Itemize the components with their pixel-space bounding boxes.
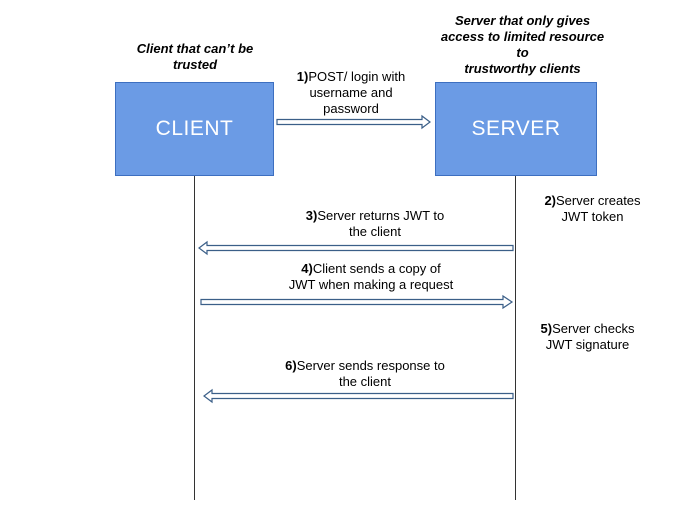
server-caption-line-2: access to limited resource bbox=[440, 29, 605, 44]
step-6-line-1: Server sends response to bbox=[296, 358, 445, 373]
server-caption: Server that only gives access to limited… bbox=[415, 13, 630, 77]
step-2-line-2: JWT token bbox=[561, 209, 624, 224]
step-1-number: 1) bbox=[296, 69, 309, 84]
step-1-label: 1)POST/ login with username and password bbox=[272, 69, 430, 117]
step-3-number: 3) bbox=[305, 208, 318, 223]
step-4-line-2: JWT when making a request bbox=[288, 277, 454, 292]
step-1-line-3: password bbox=[323, 101, 379, 116]
step-3-label: 3)Server returns JWT to the client bbox=[285, 208, 465, 240]
client-caption-line-1: Client that can’t be bbox=[136, 41, 254, 56]
server-box: SERVER bbox=[435, 82, 597, 176]
step-6-arrow bbox=[203, 388, 514, 404]
step-6-line-2: the client bbox=[338, 374, 392, 389]
server-lifeline bbox=[515, 176, 516, 500]
step-6-number: 6) bbox=[285, 358, 297, 373]
client-caption-line-2: trusted bbox=[172, 57, 218, 72]
server-caption-line-3: to bbox=[516, 45, 529, 60]
step-2-number: 2) bbox=[544, 193, 556, 208]
step-5-number: 5) bbox=[540, 321, 553, 336]
step-2-line-1: Server creates bbox=[556, 193, 641, 208]
step-4-arrow bbox=[200, 294, 514, 310]
step-5-label: 5)Server checks JWT signature bbox=[520, 321, 655, 353]
client-box: CLIENT bbox=[115, 82, 274, 176]
step-3-arrow bbox=[198, 240, 514, 256]
step-4-label: 4)Client sends a copy of JWT when making… bbox=[262, 261, 480, 293]
server-caption-line-1: Server that only gives bbox=[454, 13, 591, 28]
step-1-arrow bbox=[276, 114, 431, 130]
step-1-line-1: POST/ login with bbox=[308, 69, 406, 84]
step-5-line-2: JWT signature bbox=[545, 337, 630, 352]
step-3-line-2: the client bbox=[348, 224, 402, 239]
step-6-label: 6)Server sends response to the client bbox=[265, 358, 465, 390]
step-3-line-1: Server returns JWT to bbox=[317, 208, 445, 223]
client-box-label: CLIENT bbox=[155, 117, 234, 140]
server-caption-line-4: trustworthy clients bbox=[464, 61, 581, 76]
step-5-line-1: Server checks bbox=[552, 321, 635, 336]
step-1-line-2: username and bbox=[309, 85, 393, 100]
step-4-number: 4) bbox=[301, 261, 313, 276]
step-4-line-1: Client sends a copy of bbox=[312, 261, 441, 276]
server-box-label: SERVER bbox=[471, 117, 561, 140]
step-2-label: 2)Server creates JWT token bbox=[525, 193, 660, 225]
client-caption: Client that can’t be trusted bbox=[105, 41, 285, 73]
client-lifeline bbox=[194, 176, 195, 500]
